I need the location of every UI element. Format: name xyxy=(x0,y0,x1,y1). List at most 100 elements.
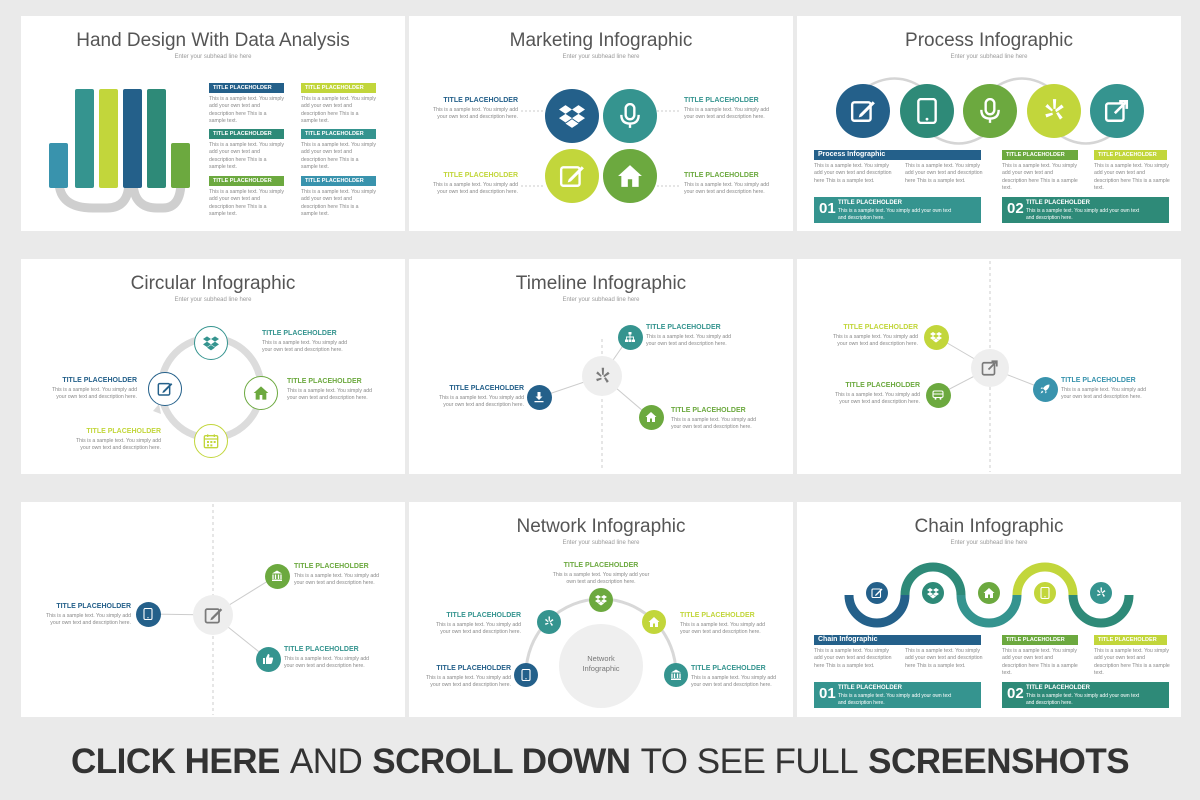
item-text: This is a sample text. You simply add yo… xyxy=(51,387,137,401)
item-text: This is a sample text. You simply add yo… xyxy=(680,622,766,636)
band-text: This is a sample text. You simply add yo… xyxy=(838,208,952,221)
section-bar: TITLE PLACEHOLDER xyxy=(1002,635,1078,645)
numbered-band: 02 TITLE PLACEHOLDER This is a sample te… xyxy=(1002,682,1169,708)
panel-title: Circular Infographic xyxy=(130,273,296,294)
panel-hub[interactable]: TITLE PLACEHOLDER This is a sample text. … xyxy=(797,259,1181,474)
item-text: This is a sample text. You simply add yo… xyxy=(684,107,770,121)
item-text: This is a sample text. You simply add yo… xyxy=(301,142,376,171)
item-text: This is a sample text. You simply add yo… xyxy=(301,96,376,125)
item-title: TITLE PLACEHOLDER xyxy=(680,612,755,619)
sitemap-icon xyxy=(617,324,643,350)
panel-hand-design[interactable]: Hand Design With Data Analysis Enter you… xyxy=(21,16,405,231)
panel-title: Timeline Infographic xyxy=(515,273,687,294)
hand-bar xyxy=(75,89,94,188)
microphone-icon xyxy=(963,84,1017,138)
item-title: TITLE PLACEHOLDER xyxy=(684,97,759,104)
body-text: This is a sample text. You simply add yo… xyxy=(814,648,892,669)
hand-bar xyxy=(171,143,190,188)
item-title: TITLE PLACEHOLDER xyxy=(449,385,524,392)
tablet-icon xyxy=(514,663,538,687)
yelp-icon xyxy=(537,610,561,634)
section-bar: Process Infographic xyxy=(814,150,981,160)
bus-icon xyxy=(925,382,951,408)
item-title: TITLE PLACEHOLDER xyxy=(436,665,511,672)
band-text: This is a sample text. You simply add yo… xyxy=(1026,693,1140,706)
banner-scroll-down: SCROLL DOWN xyxy=(372,742,631,781)
panel-subtitle: Enter your subhead line here xyxy=(950,54,1028,60)
home-icon xyxy=(638,404,664,430)
item-title: TITLE PLACEHOLDER xyxy=(1061,377,1136,384)
body-text: This is a sample text. You simply add yo… xyxy=(1002,163,1078,192)
item-text: This is a sample text. You simply add yo… xyxy=(435,622,521,636)
band-title: TITLE PLACEHOLDER xyxy=(1026,685,1090,691)
body-text: This is a sample text. You simply add yo… xyxy=(814,163,892,184)
edit-icon xyxy=(193,595,233,635)
item-text: This is a sample text. You simply add yo… xyxy=(1061,387,1147,401)
panel-marketing[interactable]: Marketing Infographic Enter your subhead… xyxy=(409,16,793,231)
bank-icon xyxy=(664,663,688,687)
band-title: TITLE PLACEHOLDER xyxy=(838,200,902,206)
item-text: This is a sample text. You simply add yo… xyxy=(671,417,757,431)
dropbox-icon xyxy=(589,588,613,612)
section-bar: TITLE PLACEHOLDER xyxy=(1094,635,1167,645)
tablet-icon xyxy=(135,601,161,627)
dropbox-icon xyxy=(923,324,949,350)
edit-icon xyxy=(864,580,890,606)
panel-timeline[interactable]: Timeline Infographic Enter your subhead … xyxy=(409,259,793,474)
item-text: This is a sample text. You simply add yo… xyxy=(432,182,518,196)
numbered-band: 01 TITLE PLACEHOLDER This is a sample te… xyxy=(814,682,981,708)
body-text: This is a sample text. You simply add yo… xyxy=(1094,648,1170,677)
item-title-bar: TITLE PLACEHOLDER xyxy=(209,83,284,93)
download-icon xyxy=(526,384,552,410)
hand-bar xyxy=(99,89,118,188)
panel-title: Network Infographic xyxy=(516,516,686,537)
network-center-label: Network Infographic xyxy=(582,654,620,673)
item-text: This is a sample text. You simply add yo… xyxy=(301,189,376,218)
home-icon xyxy=(976,580,1002,606)
section-bar: TITLE PLACEHOLDER xyxy=(1094,150,1167,160)
item-text: This is a sample text. You simply add yo… xyxy=(209,96,284,125)
item-text: This is a sample text. You simply add yo… xyxy=(691,675,777,689)
hand-bar xyxy=(123,89,142,188)
item-title-bar: TITLE PLACEHOLDER xyxy=(301,83,376,93)
item-title: TITLE PLACEHOLDER xyxy=(62,377,137,384)
edit-icon xyxy=(545,149,599,203)
microphone-icon xyxy=(603,89,657,143)
dropbox-icon xyxy=(194,326,228,360)
hand-graphic xyxy=(49,89,190,213)
panel-circular[interactable]: Circular Infographic Enter your subhead … xyxy=(21,259,405,474)
item-title: TITLE PLACEHOLDER xyxy=(86,428,161,435)
yelp-icon xyxy=(582,356,622,396)
item-title: TITLE PLACEHOLDER xyxy=(843,324,918,331)
hand-bar xyxy=(49,143,68,188)
cta-banner[interactable]: CLICK HERE AND SCROLL DOWN TO SEE FULL S… xyxy=(0,724,1200,800)
item-title: TITLE PLACEHOLDER xyxy=(691,665,766,672)
panel-process[interactable]: Process Infographic Enter your subhead l… xyxy=(797,16,1181,231)
body-text: This is a sample text. You simply add yo… xyxy=(1094,163,1170,192)
panel-chain[interactable]: Chain Infographic Enter your subhead lin… xyxy=(797,502,1181,717)
band-text: This is a sample text. You simply add yo… xyxy=(838,693,952,706)
rocket-icon xyxy=(1032,376,1058,402)
panel-subtitle: Enter your subhead line here xyxy=(562,54,640,60)
panel-network[interactable]: Network Infographic Enter your subhead l… xyxy=(409,502,793,717)
tablet-icon xyxy=(1032,580,1058,606)
item-text: This is a sample text. You simply add yo… xyxy=(294,573,380,587)
hand-bar xyxy=(147,89,166,188)
home-icon xyxy=(642,610,666,634)
thumbs-up-icon xyxy=(255,646,281,672)
panel-subtitle: Enter your subhead line here xyxy=(950,540,1028,546)
dropbox-icon xyxy=(545,89,599,143)
item-text: This is a sample text. You simply add yo… xyxy=(552,572,650,586)
item-title-bar: TITLE PLACEHOLDER xyxy=(301,129,376,139)
item-title: TITLE PLACEHOLDER xyxy=(262,330,337,337)
band-title: TITLE PLACEHOLDER xyxy=(1026,200,1090,206)
panel-subtitle: Enter your subhead line here xyxy=(562,297,640,303)
calendar-icon xyxy=(194,424,228,458)
banner-click-here[interactable]: CLICK HERE xyxy=(70,742,280,781)
item-text: This is a sample text. You simply add yo… xyxy=(425,675,511,689)
panel-subtitle: Enter your subhead line here xyxy=(174,297,252,303)
band-title: TITLE PLACEHOLDER xyxy=(838,685,902,691)
item-text: This is a sample text. You simply add yo… xyxy=(834,392,920,406)
